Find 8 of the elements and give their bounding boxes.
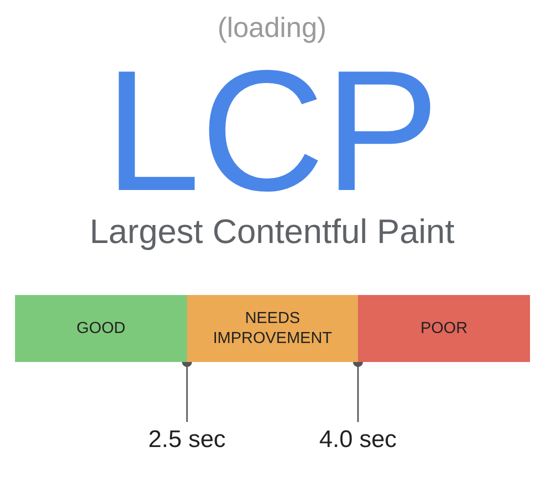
metric-acronym: LCP [104, 45, 440, 217]
metric-name: Largest Contentful Paint [90, 215, 454, 249]
needs-improvement-segment: NEEDS IMPROVEMENT [187, 295, 358, 362]
poor-segment: POOR [358, 295, 530, 362]
threshold-label: 2.5 sec [148, 428, 226, 452]
threshold-label: 4.0 sec [319, 428, 397, 452]
good-segment: GOOD [15, 295, 187, 362]
subtitle: (loading) [218, 14, 326, 42]
